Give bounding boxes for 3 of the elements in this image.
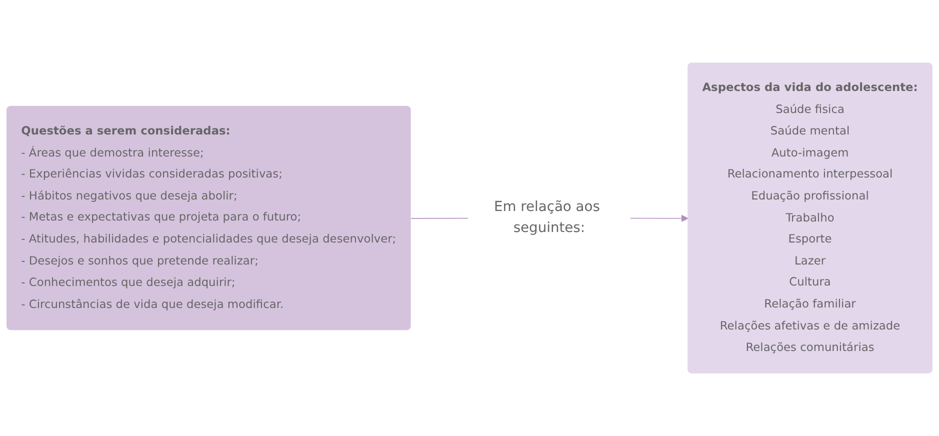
node-box: Aspectos da vida do adolescente: Saúde fisica Saúde mental Auto-imagem Relacionamento interpessoal Eduação profissional Trabalho Esporte Lazer Cultura Relação familiar Relações afetivas e de amizade Relações comunitárias [688,62,932,374]
edge-label: Em relação aos seguintes: [494,198,600,236]
node-box: Questões a serem consideradas: - Áreas que demostra interesse; - Experiências vividas consideradas positivas; - Hábitos negativos que deseja abolir; - Metas e expectativas que projeta para o futuro; - Atitudes, habilidades e potencialidades que deseja desenvolver; - Desejos e sonhos que pretende realizar; - Conhecimentos que deseja adquirir; - Circunstâncias de vida que deseja modificar. [6,106,411,330]
